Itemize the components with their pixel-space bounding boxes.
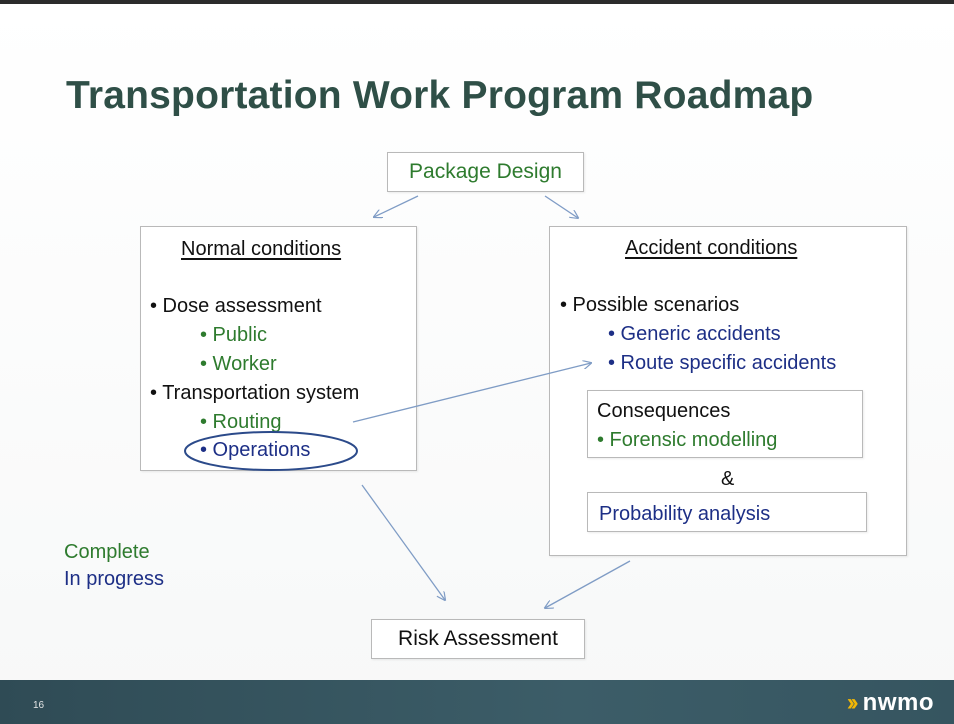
- arrow-accident-to-risk: [545, 560, 631, 608]
- consequences-label: Consequences: [597, 400, 731, 422]
- legend-in-progress: In progress: [64, 568, 165, 590]
- top-rule: [0, 0, 954, 4]
- operations-item: • Operations: [200, 439, 311, 461]
- consequences-box: [587, 390, 863, 458]
- operations-highlight-ellipse: [184, 431, 358, 471]
- accident-conditions-heading: Accident conditions: [625, 237, 798, 259]
- arrow-normal-to-risk: [361, 484, 445, 600]
- page-number: 16: [33, 700, 45, 711]
- route-specific-accidents-item: • Route specific accidents: [608, 352, 837, 374]
- arrow-routing-to-route-accidents: [352, 363, 591, 423]
- slide-title: Transportation Work Program Roadmap: [66, 74, 814, 117]
- footer-bar: [0, 680, 954, 724]
- ampersand-label: &: [721, 468, 735, 490]
- possible-scenarios-item: • Possible scenarios: [560, 294, 740, 316]
- public-item: • Public: [200, 324, 268, 346]
- legend-complete: Complete: [64, 541, 150, 563]
- logo-text: nwmo: [862, 689, 934, 716]
- probability-analysis-label: Probability analysis: [599, 503, 771, 525]
- routing-item: • Routing: [200, 411, 282, 433]
- nwmo-logo: ›› nwmo: [846, 689, 934, 716]
- package-design-box: Package Design: [387, 152, 584, 192]
- package-design-label: Package Design: [409, 160, 562, 183]
- generic-accidents-item: • Generic accidents: [608, 323, 781, 345]
- risk-assessment-box: Risk Assessment: [371, 619, 585, 659]
- chevron-right-icon: ››: [846, 689, 859, 716]
- risk-assessment-label: Risk Assessment: [398, 627, 558, 650]
- worker-item: • Worker: [200, 353, 277, 375]
- arrow-package-to-accident: [544, 195, 578, 218]
- normal-conditions-box: [140, 226, 417, 471]
- arrow-package-to-normal: [374, 195, 419, 217]
- transportation-system-item: • Transportation system: [150, 382, 360, 404]
- normal-conditions-heading: Normal conditions: [181, 238, 342, 260]
- probability-analysis-box: [587, 492, 867, 532]
- forensic-modelling-item: • Forensic modelling: [597, 429, 778, 451]
- dose-assessment-item: • Dose assessment: [150, 295, 322, 317]
